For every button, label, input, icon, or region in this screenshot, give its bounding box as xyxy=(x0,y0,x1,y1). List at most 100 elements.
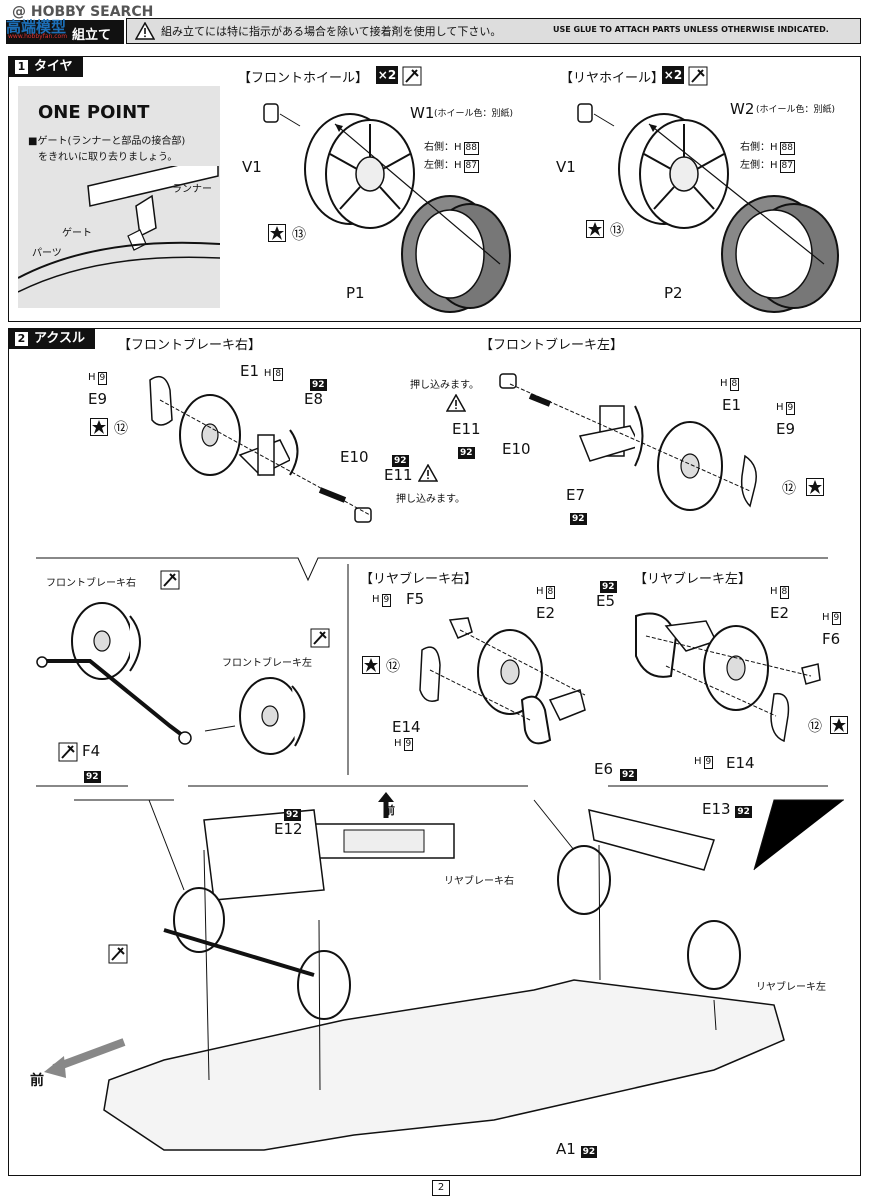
fbr-e1-text: E1 xyxy=(240,362,260,380)
front-qty: ×2 xyxy=(377,68,397,82)
fbl-h8-code: 8 xyxy=(729,378,740,391)
knife-icon xyxy=(310,628,330,648)
fbr-badge92-text: 92 xyxy=(310,379,327,391)
section1-frame xyxy=(8,56,861,322)
fa-label-right: フロントブレーキ右 xyxy=(46,578,136,589)
rbr-f5: F5 xyxy=(406,590,425,608)
fa-badge92: 92 xyxy=(84,764,101,783)
rear-brake-right-drawing xyxy=(419,617,586,745)
rear-right-label: 右側：H xyxy=(740,142,778,153)
fbl-e1: E1 xyxy=(722,396,742,414)
fbl-e9: E9 xyxy=(776,420,796,438)
notice-en: USE GLUE TO ATTACH PARTS UNLESS OTHERWIS… xyxy=(553,25,829,34)
rbl-decal: ⑫ xyxy=(808,719,822,735)
rear-left-label: 左側：H xyxy=(740,160,778,171)
front-brake-left-drawing xyxy=(499,373,757,511)
divider-lines xyxy=(36,557,828,787)
one-point-title: ONE POINT xyxy=(38,102,150,123)
fbl-badge92b: 92 xyxy=(570,506,587,525)
rbr-h9b-code: 9 xyxy=(403,738,414,751)
rbl-f6: F6 xyxy=(822,630,841,648)
front-brake-left-title: 【フロントブレーキ左】 xyxy=(480,338,624,353)
rear-left-code: 87 xyxy=(779,160,795,173)
star-icon xyxy=(362,656,380,674)
rbl-e2: E2 xyxy=(770,604,790,622)
ch-a1: A1 92 xyxy=(556,1140,598,1158)
header-title-tab xyxy=(6,20,124,44)
one-point-panel: ONE POINT ■ゲート(ランナーと部品の接合部) をきれいに取り去りましょ… xyxy=(18,86,220,308)
rbr-badge92-text: 92 xyxy=(620,769,637,781)
fbl-e11: E11 xyxy=(452,420,481,438)
ch-e12: E12 xyxy=(274,820,303,838)
front-qty-badge: ×2 xyxy=(376,66,398,84)
ch-badge92c-text: 92 xyxy=(580,1146,598,1158)
front-right-code: 88 xyxy=(463,142,479,155)
fbr-e9: E9 xyxy=(88,390,108,408)
fbr-h9-code: 9 xyxy=(97,372,108,385)
rbr-h9-code: 9 xyxy=(381,594,392,607)
rear-qty: ×2 xyxy=(663,68,683,82)
notice-jp: 組み立てには特に指示がある場合を除いて接着剤を使用して下さい。 xyxy=(161,25,502,38)
fbr-badge92b-text: 92 xyxy=(392,455,409,467)
site-logo: 高端模型 xyxy=(6,18,67,36)
fbr-push: 押し込みます。 xyxy=(396,494,465,505)
warning-icon xyxy=(418,464,438,482)
front-wheel-drawing xyxy=(263,103,511,313)
rear-right-code: 88 xyxy=(779,142,795,155)
ch-badge92b-text: 92 xyxy=(735,806,752,818)
ch-rear-right: リヤブレーキ右 xyxy=(444,876,514,887)
star-icon xyxy=(806,478,824,496)
fbl-push: 押し込みます。 xyxy=(410,380,479,391)
front-right-label: 右側：H xyxy=(424,142,462,153)
knife-icon xyxy=(688,66,708,86)
rear-decal-num: ⑬ xyxy=(610,223,624,239)
label-gate: ゲート xyxy=(62,228,92,239)
fbl-h9-code: 9 xyxy=(785,402,796,415)
front-brake-right-drawing xyxy=(149,375,372,523)
rear-wheel-title: 【リヤホイール】 xyxy=(560,71,665,86)
rear-brake-right-title: 【リヤブレーキ右】 xyxy=(360,572,478,587)
star-icon xyxy=(586,220,604,238)
rear-tire-p2: P2 xyxy=(664,284,683,302)
fbr-decal: ⑫ xyxy=(114,421,128,437)
ch-front-label: 前 xyxy=(30,1073,44,1089)
star-icon xyxy=(830,716,848,734)
star-icon xyxy=(268,224,286,242)
fbr-e10: E10 xyxy=(340,448,369,466)
front-brake-right-title: 【フロントブレーキ右】 xyxy=(118,338,262,353)
fa-badge92-text: 92 xyxy=(84,771,101,783)
star-icon xyxy=(90,418,108,436)
label-parts: パーツ xyxy=(32,248,62,259)
front-left-label: 左側：H xyxy=(424,160,462,171)
rbl-badge92-text: 92 xyxy=(600,581,617,593)
rbl-h9-code: 9 xyxy=(831,612,842,625)
knife-icon xyxy=(160,570,180,590)
rbl-e14: E14 xyxy=(726,754,755,772)
knife-icon xyxy=(108,944,128,964)
front-left-code: 87 xyxy=(463,160,479,173)
chassis-drawing xyxy=(44,792,844,1151)
header-bar: @ HOBBY SEARCH 高端模型 www.hobbyfan.com 組立て… xyxy=(6,4,862,44)
front-tire-p1: P1 xyxy=(346,284,365,302)
ch-badge92a-text: 92 xyxy=(284,809,301,821)
rbr-e6: E6 xyxy=(594,760,614,778)
ch-e13-text: E13 xyxy=(702,800,731,818)
fbl-e10: E10 xyxy=(502,440,531,458)
label-runner: ランナー xyxy=(172,184,212,195)
rbr-e2: E2 xyxy=(536,604,556,622)
site-logo-sub: www.hobbyfan.com xyxy=(8,33,68,40)
front-wheel-color: (ホイール色：別紙) xyxy=(434,109,514,119)
rear-qty-badge: ×2 xyxy=(662,66,684,84)
